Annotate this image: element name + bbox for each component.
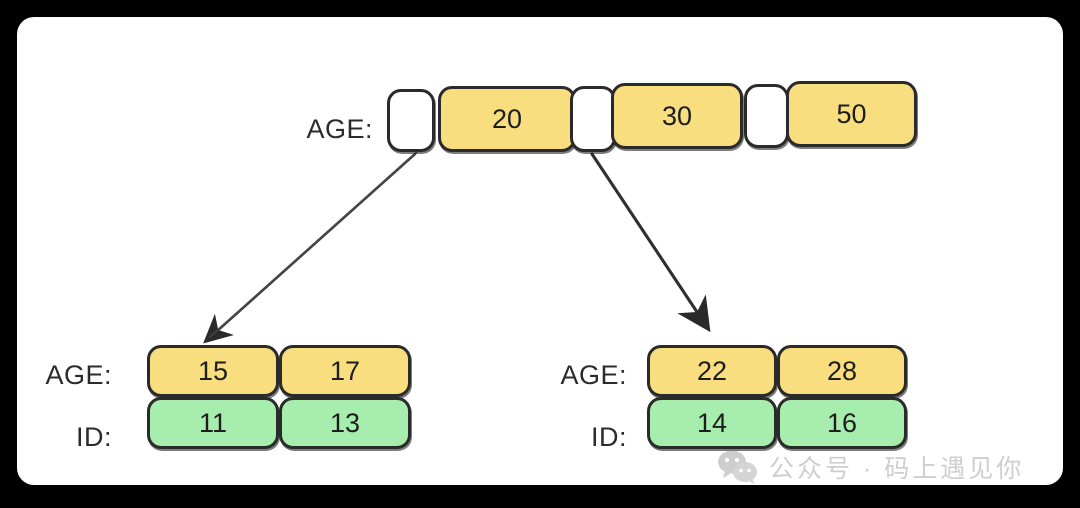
right-leaf-age-label: AGE: xyxy=(560,360,627,390)
root-pointer-2[interactable] xyxy=(744,84,789,148)
root-key-50[interactable]: 50 xyxy=(786,81,917,147)
arrow-root-to-left-leaf xyxy=(203,150,419,344)
right-leaf-id-0[interactable]: 14 xyxy=(647,397,777,449)
right-leaf-age-0[interactable]: 22 xyxy=(647,345,777,397)
root-pointer-0[interactable] xyxy=(387,89,435,152)
root-pointer-1[interactable] xyxy=(570,86,616,152)
left-leaf-id-0[interactable]: 11 xyxy=(147,397,279,449)
watermark: 公众号 · 码上遇见你 xyxy=(717,449,1024,485)
diagram-card: AGE: 20 30 50 AGE: ID: 15 17 11 13 AGE: … xyxy=(17,17,1063,485)
root-age-label: AGE: xyxy=(306,114,373,144)
right-leaf-id-label: ID: xyxy=(590,422,627,452)
left-leaf-age-label: AGE: xyxy=(45,360,112,390)
left-leaf-age-1[interactable]: 17 xyxy=(279,345,411,397)
root-key-20[interactable]: 20 xyxy=(438,86,576,152)
watermark-text: 公众号 · 码上遇见你 xyxy=(769,455,1025,483)
wechat-icon xyxy=(718,450,757,484)
left-leaf-age-0[interactable]: 15 xyxy=(147,345,279,397)
root-key-30[interactable]: 30 xyxy=(611,83,743,149)
right-leaf-id-1[interactable]: 16 xyxy=(777,397,907,449)
left-leaf-id-1[interactable]: 13 xyxy=(279,397,411,449)
right-leaf-age-1[interactable]: 28 xyxy=(777,345,907,397)
arrow-root-to-right-leaf xyxy=(590,152,711,333)
left-leaf-id-label: ID: xyxy=(75,422,112,452)
